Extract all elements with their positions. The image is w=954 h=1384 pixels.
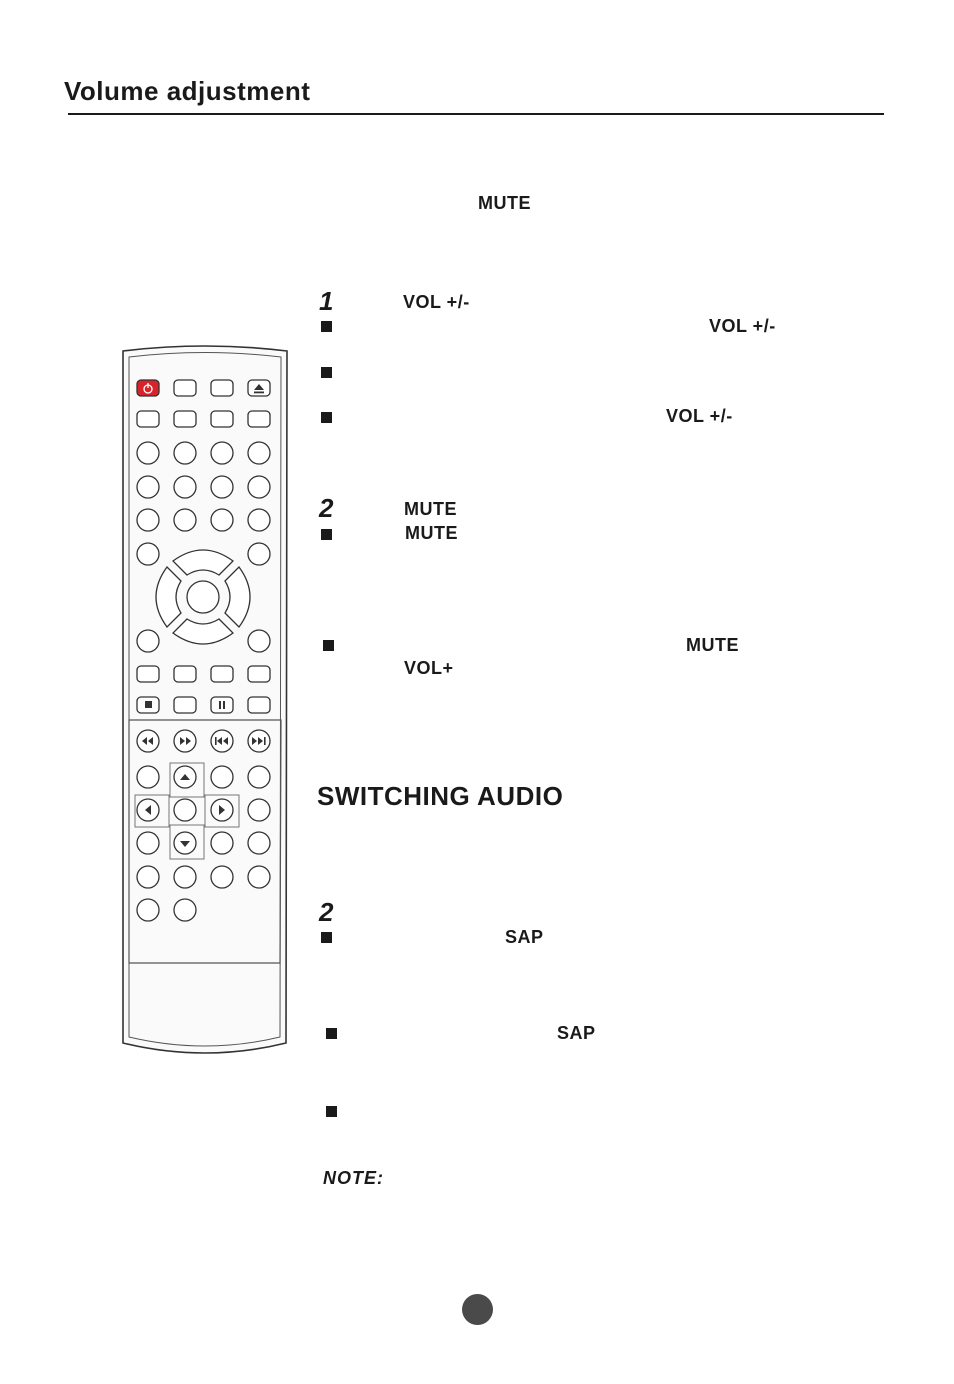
section-title-switching-audio: SWITCHING AUDIO — [317, 781, 564, 811]
step-2-key: MUTE — [404, 499, 457, 519]
intro-mute-label: MUTE — [478, 193, 531, 213]
power-icon — [143, 383, 153, 394]
pause-icon — [219, 701, 225, 709]
note-label: NOTE: — [323, 1168, 384, 1188]
arrow-down-icon — [180, 841, 190, 847]
page-number-dot — [462, 1294, 493, 1325]
navigation-pad — [155, 549, 251, 645]
rewind-icon — [142, 737, 153, 745]
switching-bullet-2-key: SAP — [557, 1023, 596, 1043]
step-2-bullet-2-key-1: MUTE — [686, 635, 739, 655]
page-title: Volume adjustment — [64, 76, 311, 106]
arrow-left-icon — [145, 805, 151, 815]
bullet-square — [321, 932, 332, 943]
arrow-right-icon — [219, 805, 225, 815]
eject-icon — [254, 384, 264, 394]
step-1-bullet-3-key: VOL +/- — [666, 406, 733, 426]
bullet-square — [326, 1028, 337, 1039]
bullet-square — [321, 321, 332, 332]
remote-button[interactable] — [247, 410, 271, 428]
remote-body — [122, 345, 288, 1054]
remote-button — [247, 629, 271, 653]
switching-step-number: 2 — [319, 897, 334, 927]
pause-button — [210, 696, 234, 714]
bullet-square — [321, 367, 332, 378]
remote-button[interactable] — [173, 410, 197, 428]
title-rule — [68, 113, 884, 115]
arrow-up-icon — [180, 774, 190, 780]
remote-button[interactable] — [210, 379, 234, 397]
bullet-square — [323, 640, 334, 651]
remote-control-illustration — [122, 345, 288, 1054]
stop-icon — [145, 701, 152, 708]
remote-button — [136, 629, 160, 653]
number-button-grid — [136, 441, 271, 566]
remote-button[interactable] — [173, 379, 197, 397]
step-2-bullet-2-key-2: VOL+ — [404, 658, 454, 678]
bullet-square — [321, 529, 332, 540]
step-2-bullet-1-key: MUTE — [405, 523, 458, 543]
remote-button[interactable] — [210, 410, 234, 428]
bullet-square — [326, 1106, 337, 1117]
skip-next-icon — [252, 737, 266, 745]
switching-bullet-1-key: SAP — [505, 927, 544, 947]
ok-button — [186, 580, 220, 614]
step-1-bullet-1-key: VOL +/- — [709, 316, 776, 336]
step-1-key: VOL +/- — [403, 292, 470, 312]
fast-forward-icon — [180, 737, 191, 745]
remote-button[interactable] — [136, 410, 160, 428]
step-1-number: 1 — [319, 286, 334, 316]
skip-previous-icon — [215, 737, 228, 745]
step-2-number: 2 — [319, 493, 334, 523]
bullet-square — [321, 412, 332, 423]
